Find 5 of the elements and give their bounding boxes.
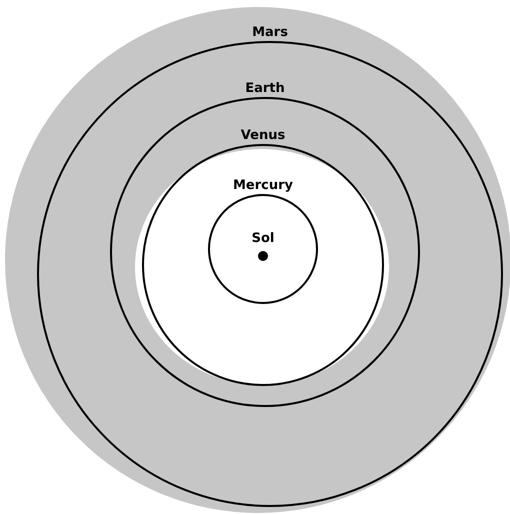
star-label: Sol [252,231,274,246]
planet-label: Earth [245,81,285,96]
planet-label: Mercury [233,178,293,193]
planet-label: Mars [252,25,288,40]
planet-label: Venus [240,128,286,143]
